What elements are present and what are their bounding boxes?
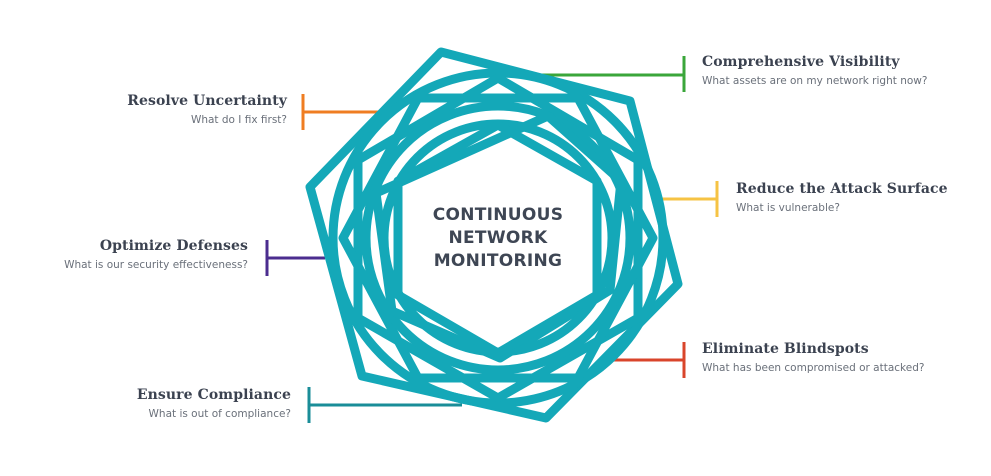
- attack-surface-subtitle: What is vulnerable?: [736, 202, 840, 214]
- blindspots-title: Eliminate Blindspots: [702, 341, 869, 357]
- uncertainty-subtitle: What do I fix first?: [190, 114, 287, 126]
- outer-heptagon-ring: [305, 47, 683, 423]
- inner-rotated-hexagon-ring: [371, 111, 626, 363]
- middle-circle-ring: [361, 101, 635, 375]
- center-title-line-1: CONTINUOUS: [432, 205, 564, 225]
- uncertainty-title: Resolve Uncertainty: [127, 93, 287, 109]
- rotated-hexagon-ring: [338, 93, 658, 383]
- blindspots-subtitle: What has been compromised or attacked?: [702, 362, 925, 374]
- center-title: CONTINUOUS NETWORK MONITORING: [393, 204, 603, 273]
- attack-surface-title: Reduce the Attack Surface: [736, 181, 948, 197]
- center-title-line-2: NETWORK: [448, 228, 548, 248]
- compliance-title: Ensure Compliance: [136, 387, 291, 403]
- center-title-line-3: MONITORING: [433, 251, 563, 271]
- visibility-title: Comprehensive Visibility: [702, 54, 900, 70]
- outer-circle-ring: [328, 68, 668, 408]
- defenses-title: Optimize Defenses: [99, 238, 248, 254]
- innermost-hexagon-ring: [393, 120, 602, 358]
- large-hexagon-ring: [353, 73, 643, 403]
- compliance-subtitle: What is out of compliance?: [148, 408, 291, 420]
- visibility-subtitle: What assets are on my network right now?: [702, 75, 928, 87]
- connector-lines: [265, 56, 719, 423]
- defenses-subtitle: What is our security effectiveness?: [64, 259, 248, 271]
- hexagon-rings: [305, 47, 683, 423]
